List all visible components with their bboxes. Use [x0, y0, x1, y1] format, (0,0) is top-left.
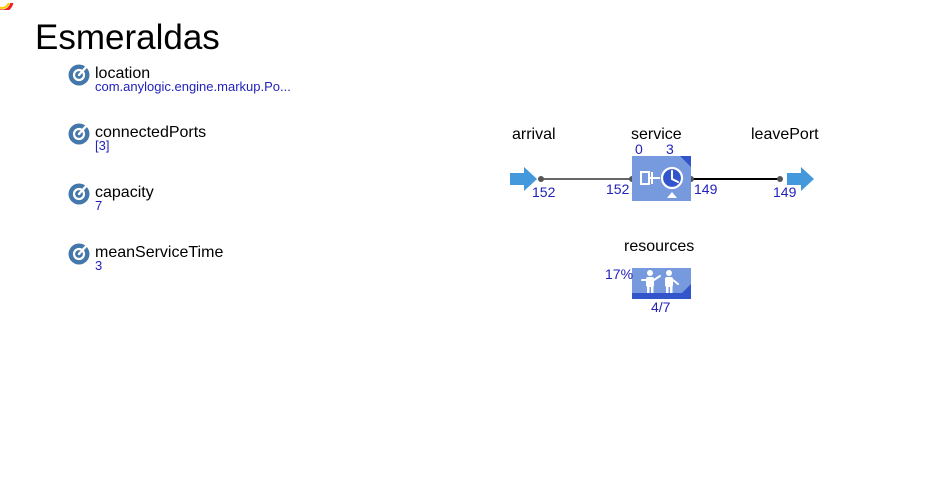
parameter-icon[interactable] — [67, 62, 92, 87]
param-name: connectedPorts — [95, 124, 207, 141]
service-capacity: 3 — [666, 141, 674, 157]
param-value: com.anylogic.engine.markup.Po... — [95, 79, 291, 94]
arrival-out-count: 152 — [532, 184, 556, 200]
parameter-icon[interactable] — [67, 121, 92, 146]
param-capacity: capacity 7 — [67, 181, 387, 221]
leave-port-label: leavePort — [751, 126, 819, 143]
parameter-icon[interactable] — [67, 181, 92, 206]
arrival-arrow-icon[interactable] — [510, 167, 537, 191]
arrival-label: arrival — [512, 126, 556, 143]
param-name: capacity — [95, 184, 154, 201]
port-dot — [538, 176, 544, 182]
resources-usage: 4/7 — [651, 299, 671, 315]
param-mean-service-time: meanServiceTime 3 — [67, 241, 387, 281]
agent-title: Esmeraldas — [35, 18, 220, 57]
param-location: location com.anylogic.engine.markup.Po..… — [67, 62, 387, 102]
param-value: 7 — [95, 198, 103, 213]
parameter-icon[interactable] — [67, 241, 92, 266]
corner-mark-icon — [0, 0, 14, 10]
param-connected-ports: connectedPorts [3] — [67, 121, 387, 161]
param-name: meanServiceTime — [95, 244, 224, 261]
service-queue-size: 0 — [635, 141, 643, 157]
param-name: location — [95, 65, 151, 82]
service-out-count: 149 — [694, 181, 718, 197]
param-value: 3 — [95, 258, 103, 273]
service-clock-icon[interactable] — [632, 156, 691, 201]
leave-port-arrow-icon[interactable] — [787, 167, 814, 191]
resource-pool-icon[interactable] — [632, 268, 691, 299]
resources-label: resources — [624, 238, 695, 255]
port-dot — [777, 176, 783, 182]
param-value: [3] — [95, 138, 110, 153]
resources-utilization: 17% — [605, 266, 634, 282]
leave-port-in-count: 149 — [773, 184, 797, 200]
service-in-count: 152 — [606, 181, 630, 197]
service-label: service — [631, 126, 682, 143]
